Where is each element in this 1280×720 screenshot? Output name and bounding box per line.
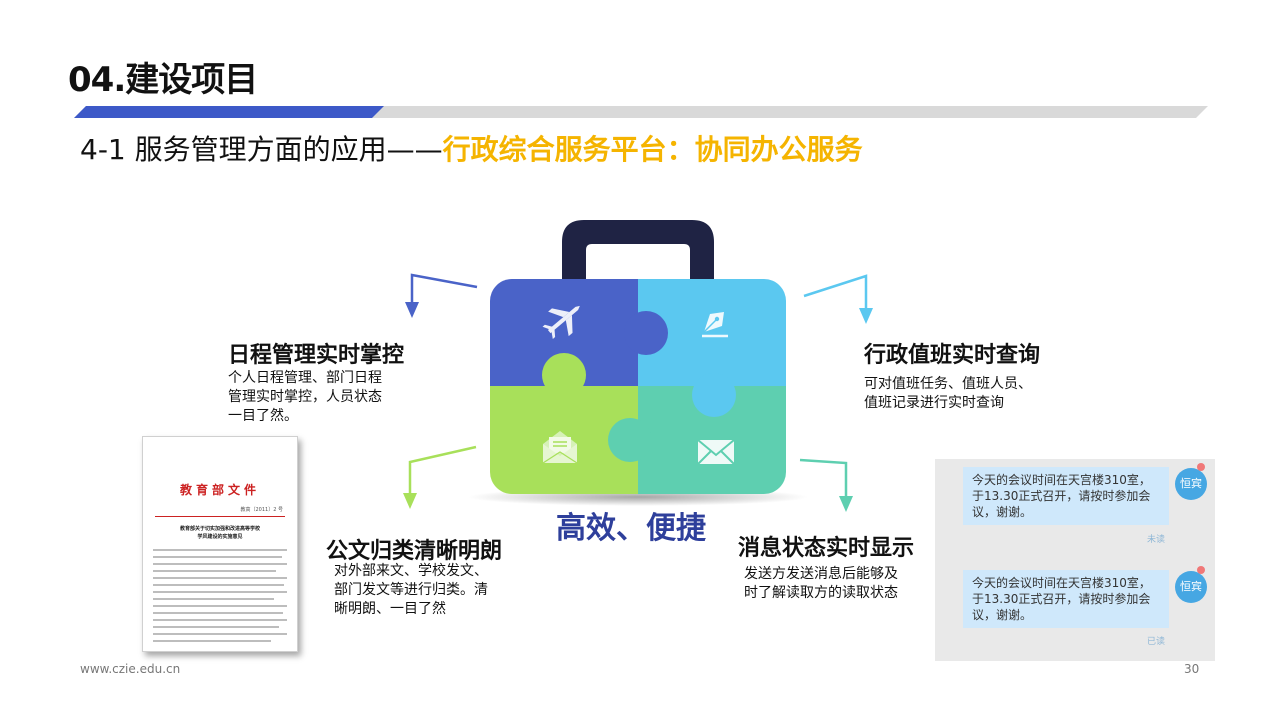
document-body-lines: [143, 541, 297, 642]
subtitle-highlight: 行政综合服务平台：协同办公服务: [442, 133, 863, 166]
avatar-badge-icon: [1197, 566, 1205, 574]
avatar: 恒宾: [1175, 468, 1207, 500]
pen-nib-icon: [702, 312, 728, 338]
page-number: 30: [1184, 662, 1200, 676]
feature-desc-schedule: 个人日程管理、部门日程 管理实时掌控，人员状态 一目了然。: [228, 370, 382, 424]
chat-panel: 今天的会议时间在天宫楼310室， 于13.30正式召开，请按时参加会 议，谢谢。…: [935, 459, 1215, 661]
avatar: 恒宾: [1175, 571, 1207, 603]
read-status-read: 已读: [1147, 637, 1166, 647]
footer-url: www.czie.edu.cn: [80, 662, 181, 676]
feature-desc-duty: 可对值班任务、值班人员、 值班记录进行实时查询: [864, 376, 1032, 411]
airplane-icon: [542, 305, 580, 339]
feature-title-schedule: 日程管理实时掌控: [228, 343, 405, 368]
envelope-icon: [697, 439, 735, 465]
briefcase-handle: [562, 220, 714, 285]
feature-desc-documents: 对外部来文、学校发文、 部门发文等进行归类。清 晰明朗、一目了然: [334, 563, 488, 617]
connector-arrow-duty: [803, 274, 873, 324]
feature-title-duty: 行政值班实时查询: [864, 343, 1041, 368]
document-rule: [155, 516, 285, 517]
document-thumbnail: 教育部文件 教高〔2011〕2 号 教育部关于切实加强和改进高等学校 学风建设的…: [142, 436, 298, 652]
subtitle-prefix: 4-1 服务管理方面的应用——: [80, 133, 443, 166]
connector-arrow-schedule: [405, 273, 478, 318]
avatar-badge-icon: [1197, 463, 1205, 471]
feature-title-documents: 公文归类清晰明朗: [326, 539, 503, 564]
document-number: 教高〔2011〕2 号: [240, 507, 284, 513]
connector-arrow-messages: [799, 458, 853, 512]
subtitle: 4-1 服务管理方面的应用——行政综合服务平台：协同办公服务: [80, 128, 863, 168]
page-title: 04.建设项目: [68, 60, 258, 100]
open-envelope-icon: [542, 431, 578, 464]
document-header: 教育部文件: [179, 483, 260, 497]
connector-arrow-documents: [403, 445, 477, 509]
document-heading: 教育部关于切实加强和改进高等学校 学风建设的实施意见: [179, 526, 260, 540]
title-divider: [74, 106, 1208, 118]
chat-message-bubble: 今天的会议时间在天宫楼310室， 于13.30正式召开，请按时参加会 议，谢谢。: [963, 467, 1169, 525]
read-status-unread: 未读: [1147, 535, 1166, 545]
chat-message-bubble: 今天的会议时间在天宫楼310室， 于13.30正式召开，请按时参加会 议，谢谢。: [963, 570, 1169, 628]
feature-desc-messages: 发送方发送消息后能够及 时了解读取方的读取状态: [744, 566, 898, 601]
feature-title-messages: 消息状态实时显示: [738, 536, 915, 561]
slogan: 高效、便捷: [556, 511, 706, 546]
